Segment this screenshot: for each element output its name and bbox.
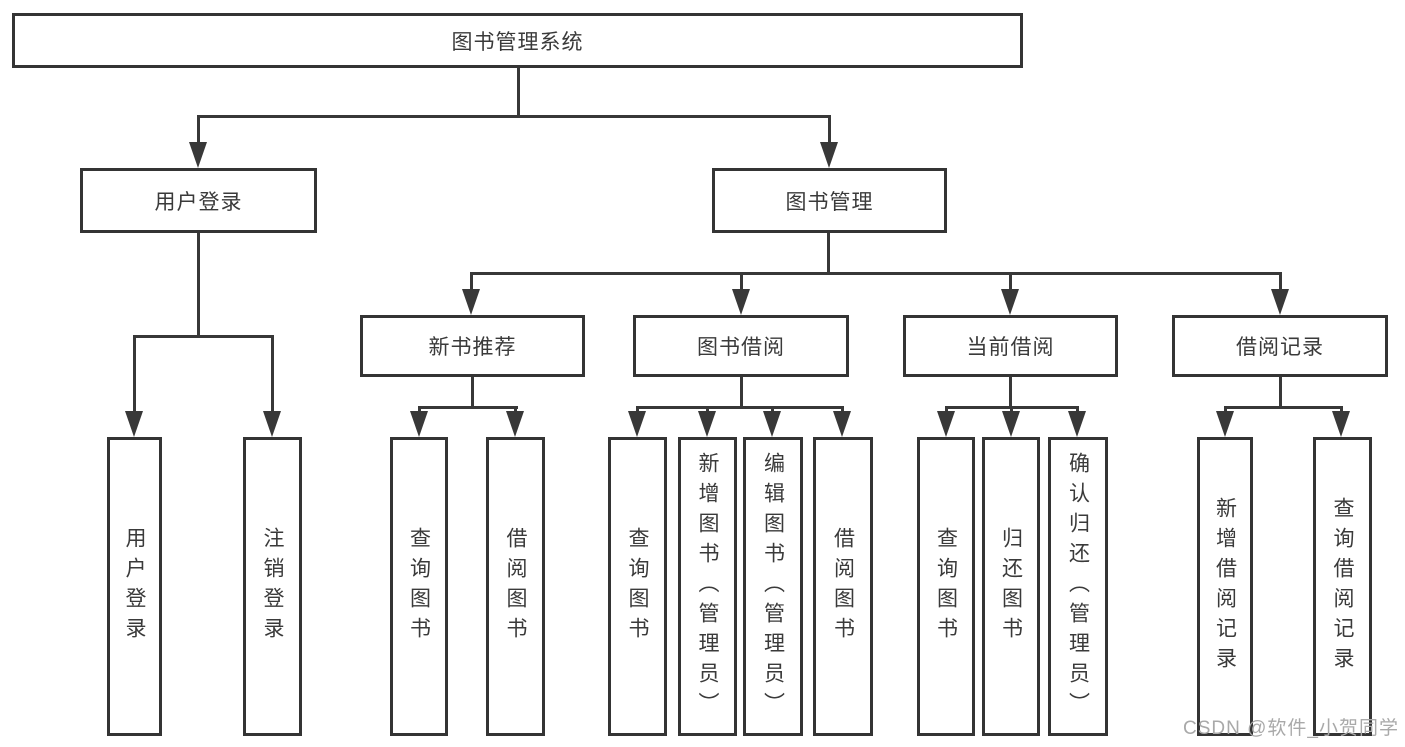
connector-line <box>271 335 274 413</box>
connector-line <box>418 406 518 409</box>
leaf-borrow-books-recommend: 借阅图书 <box>486 437 545 736</box>
arrowhead-down <box>763 411 781 437</box>
arrowhead-down <box>732 289 750 315</box>
arrowhead-down <box>125 411 143 437</box>
watermark-csdn: CSDN @软件_小贺同学 <box>1183 718 1399 739</box>
arrowhead-down <box>462 289 480 315</box>
connector-line <box>133 335 274 338</box>
connector-line <box>470 272 1282 275</box>
node-borrow-records: 借阅记录 <box>1172 315 1388 377</box>
leaf-borrow-books-borrowing: 借阅图书 <box>813 437 873 736</box>
arrowhead-down <box>263 411 281 437</box>
arrowhead-down <box>1068 411 1086 437</box>
connector-line <box>197 115 200 145</box>
connector-line <box>740 272 743 292</box>
arrowhead-down <box>1271 289 1289 315</box>
connector-line <box>1279 377 1282 409</box>
leaf-query-borrow-record: 查询借阅记录 <box>1313 437 1372 736</box>
connector-line <box>636 406 844 409</box>
arrowhead-down <box>1216 411 1234 437</box>
arrowhead-down <box>628 411 646 437</box>
arrowhead-down <box>189 142 207 168</box>
leaf-add-borrow-record: 新增借阅记录 <box>1197 437 1253 736</box>
connector-line <box>197 115 831 118</box>
leaf-query-books-current: 查询图书 <box>917 437 975 736</box>
connector-line <box>740 377 743 409</box>
connector-line <box>517 68 520 117</box>
arrowhead-down <box>1002 411 1020 437</box>
arrowhead-down <box>1001 289 1019 315</box>
leaf-logout: 注销登录 <box>243 437 302 736</box>
connector-line <box>471 377 474 409</box>
arrowhead-down <box>1332 411 1350 437</box>
connector-line <box>827 233 830 275</box>
leaf-edit-books-admin: 编辑图书（管理员） <box>743 437 803 736</box>
arrowhead-down <box>410 411 428 437</box>
connector-line <box>197 233 200 337</box>
node-user-login-branch: 用户登录 <box>80 168 317 233</box>
node-book-borrowing: 图书借阅 <box>633 315 849 377</box>
node-current-borrowing: 当前借阅 <box>903 315 1118 377</box>
leaf-add-books-admin: 新增图书（管理员） <box>678 437 737 736</box>
connector-line <box>828 115 831 145</box>
node-root-system: 图书管理系统 <box>12 13 1023 68</box>
connector-line <box>1009 377 1012 409</box>
leaf-query-books-borrowing: 查询图书 <box>608 437 667 736</box>
leaf-query-books-recommend: 查询图书 <box>390 437 448 736</box>
leaf-return-books: 归还图书 <box>982 437 1040 736</box>
arrowhead-down <box>506 411 524 437</box>
arrowhead-down <box>820 142 838 168</box>
leaf-user-login: 用户登录 <box>107 437 162 736</box>
connector-line <box>133 335 136 413</box>
connector-line <box>1009 272 1012 292</box>
node-book-management: 图书管理 <box>712 168 947 233</box>
arrowhead-down <box>833 411 851 437</box>
leaf-confirm-return-admin: 确认归还（管理员） <box>1048 437 1108 736</box>
arrowhead-down <box>937 411 955 437</box>
connector-line <box>1224 406 1343 409</box>
connector-line <box>470 272 473 292</box>
connector-line <box>1279 272 1282 292</box>
arrowhead-down <box>698 411 716 437</box>
node-new-book-recommend: 新书推荐 <box>360 315 585 377</box>
